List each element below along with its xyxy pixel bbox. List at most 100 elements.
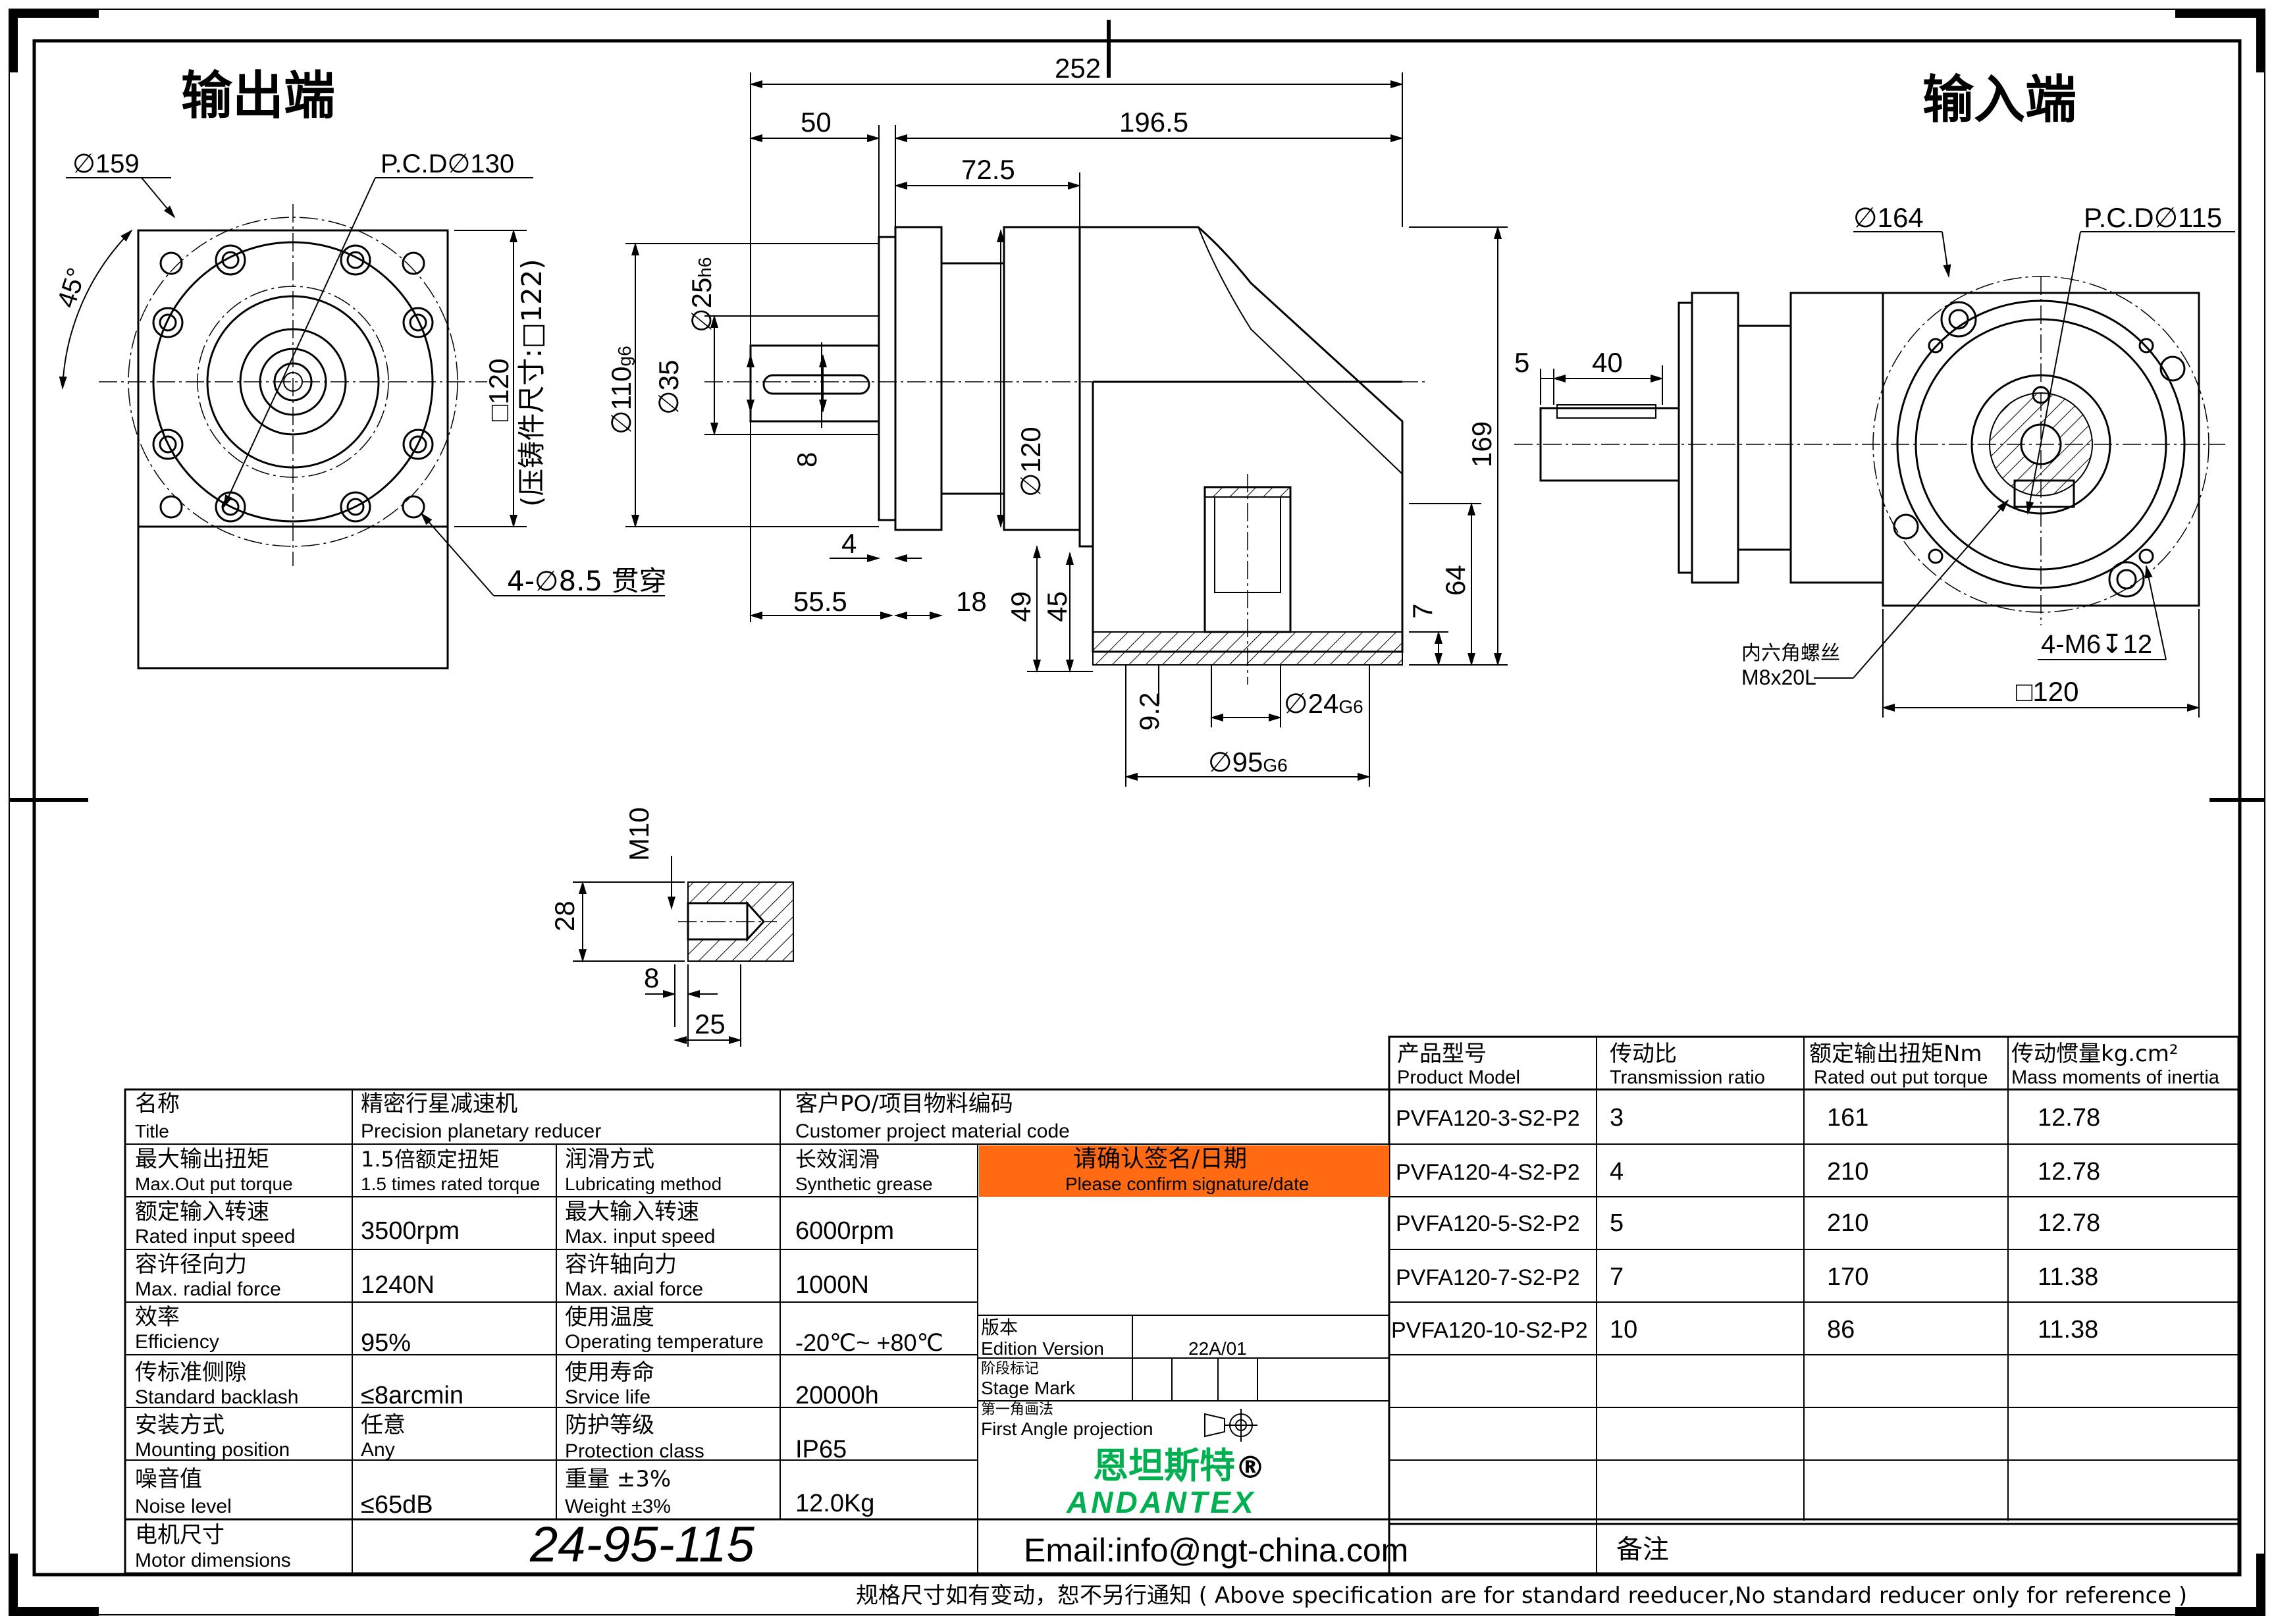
dim-dia-95-tol: G6 [1263,755,1287,775]
spec-table-grid [124,1088,2240,1575]
dim-dia-159: ∅159 [72,149,140,178]
socket-screw-cn: 内六角螺丝 [1741,642,1840,665]
dim-dia-164: ∅164 [1853,202,1924,233]
spec-max-torque-en: Max.Out put torque [135,1174,293,1194]
edition-en: Edition Version [981,1338,1104,1359]
brand-logo: 恩坦斯特® ANDANTEX [1066,1445,1265,1519]
header-torque-cn: 额定输出扭矩Nm [1809,1041,1982,1067]
model-table-grid [1388,1035,2240,1525]
dim-25: 25 [695,1008,726,1039]
edition-cn: 版本 [981,1317,1018,1338]
dim-dia-25-value: ∅25 [686,278,717,332]
model-row-5-ratio: 10 [1610,1316,1637,1344]
header-model-en: Product Model [1397,1067,1520,1088]
dim-dia-24: ∅24G6 [1284,688,1363,719]
footer-note: 规格尺寸如有变动，恕不另行通知 ( Above specification ar… [856,1583,2187,1609]
spec-lubrication-cn: 润滑方式 [565,1146,654,1172]
spec-mounting-value: Any [361,1439,395,1461]
spec-axial-force-en: Max. axial force [565,1278,703,1300]
spec-radial-force-en: Max. radial force [135,1278,281,1300]
model-row-3-model: PVFA120-5-S2-P2 [1396,1211,1580,1236]
model-row-2-inertia: 12.78 [2038,1158,2100,1186]
spec-title-value-en: Precision planetary reducer [361,1120,601,1142]
spec-radial-force-value: 1240N [361,1271,435,1299]
model-row-5-torque: 86 [1827,1316,1855,1344]
dim-pcd-115: P.C.D∅115 [2084,202,2222,233]
dim-5: 5 [1514,347,1529,378]
spec-axial-force-value: 1000N [795,1271,869,1299]
drawing-frame [9,9,2265,1616]
thread-depth: 12 [2123,630,2153,659]
spec-max-speed-value: 6000rpm [795,1217,894,1245]
dim-40: 40 [1592,347,1623,378]
spec-weight-value: 12.0Kg [795,1490,874,1517]
dim-9-2: 9.2 [1134,693,1165,731]
confirm-signature-cn: 请确认签名/日期 [1073,1145,1247,1172]
dim-dia-110-value: ∅110 [606,366,637,434]
spec-max-torque-value-en: 1.5 times rated torque [361,1174,540,1194]
spec-efficiency-cn: 效率 [135,1304,180,1330]
dim-dia-95: ∅95G6 [1208,747,1288,777]
brand-en: ANDANTEX [1066,1485,1256,1519]
projection-cn: 第一角画法 [981,1401,1053,1418]
spec-service-life-en: Srvice life [565,1386,650,1408]
dim-45: 45 [1042,591,1072,622]
dim-55-5: 55.5 [793,586,847,617]
spec-rated-speed-cn: 额定输入转速 [135,1199,269,1225]
spec-protection-value: IP65 [795,1436,847,1463]
header-torque-en: Rated out put torque [1814,1067,1988,1088]
dim-18: 18 [956,586,987,617]
spec-noise-en: Noise level [135,1496,232,1517]
dim-28: 28 [549,901,580,931]
dim-8b: 8 [644,962,659,993]
spec-title-value-cn: 精密行星减速机 [361,1091,517,1117]
spec-max-speed-cn: 最大输入转速 [565,1199,699,1225]
model-row-1-inertia: 12.78 [2038,1104,2100,1132]
spec-mounting-value-cn: 任意 [361,1412,406,1438]
motor-dim-value: 24-95-115 [529,1517,755,1573]
spec-protection-en: Protection class [565,1440,704,1462]
model-row-3-torque: 210 [1827,1209,1868,1237]
dim-dia-35: ∅35 [653,360,684,415]
dim-49: 49 [1005,591,1036,622]
model-row-4-model: PVFA120-7-S2-P2 [1396,1265,1580,1290]
svg-text:∅110g6: ∅110g6 [606,346,637,434]
brand-cn: 恩坦斯特® [1093,1445,1265,1486]
dim-169: 169 [1466,421,1497,467]
thread-depth-symbol: ↧ [2101,630,2123,659]
header-ratio-en: Transmission ratio [1610,1067,1765,1088]
first-angle-projection-icon [1204,1409,1257,1442]
svg-text:∅25h6: ∅25h6 [686,257,717,332]
model-row-4-ratio: 7 [1610,1263,1624,1291]
confirm-signature-box[interactable] [979,1145,1389,1197]
thread-callout: 4-M6↧12 [2041,630,2152,659]
spec-title-en: Title [135,1121,169,1141]
projection-en: First Angle projection [981,1419,1153,1439]
model-row-3-ratio: 5 [1610,1209,1624,1237]
model-table-header: 产品型号 Product Model 传动比 Transmission rati… [1397,1041,2220,1088]
confirm-signature-en: Please confirm signature/date [1065,1174,1309,1194]
dim-7: 7 [1407,604,1438,619]
spec-temperature-cn: 使用温度 [565,1304,654,1330]
dim-dia-24-tol: G6 [1338,696,1363,717]
model-row-2-ratio: 4 [1610,1158,1624,1186]
model-table-rows: PVFA120-3-S2-P2 3 161 12.78 PVFA120-4-S2… [1391,1104,2100,1344]
model-row-1-torque: 161 [1827,1104,1868,1132]
spec-mounting-cn: 安装方式 [135,1412,225,1438]
dim-housing-length: 72.5 [961,154,1015,185]
spec-backlash-en: Standard backlash [135,1386,299,1408]
spec-mounting-en: Mounting position [135,1439,290,1461]
model-row-5-inertia: 11.38 [2038,1316,2098,1344]
output-end-view [59,177,665,669]
spec-efficiency-value: 95% [361,1329,411,1357]
spec-lubrication-en: Lubricating method [565,1174,722,1194]
spec-backlash-value: ≤8arcmin [361,1382,463,1409]
dim-64: 64 [1440,565,1471,596]
spec-max-torque-value-cn: 1.5倍额定扭矩 [361,1147,500,1172]
contact-email[interactable]: Email:info@ngt-china.com [1024,1532,1408,1569]
spec-backlash-cn: 传标准侧隙 [135,1359,247,1386]
motor-dim-cn: 电机尺寸 [135,1522,225,1548]
dim-dia-25-tol: h6 [695,257,715,278]
customer-code-cn: 客户PO/项目物料编码 [795,1091,1013,1117]
dim-holes-4x85: 4-∅8.5 贯穿 [507,565,667,597]
